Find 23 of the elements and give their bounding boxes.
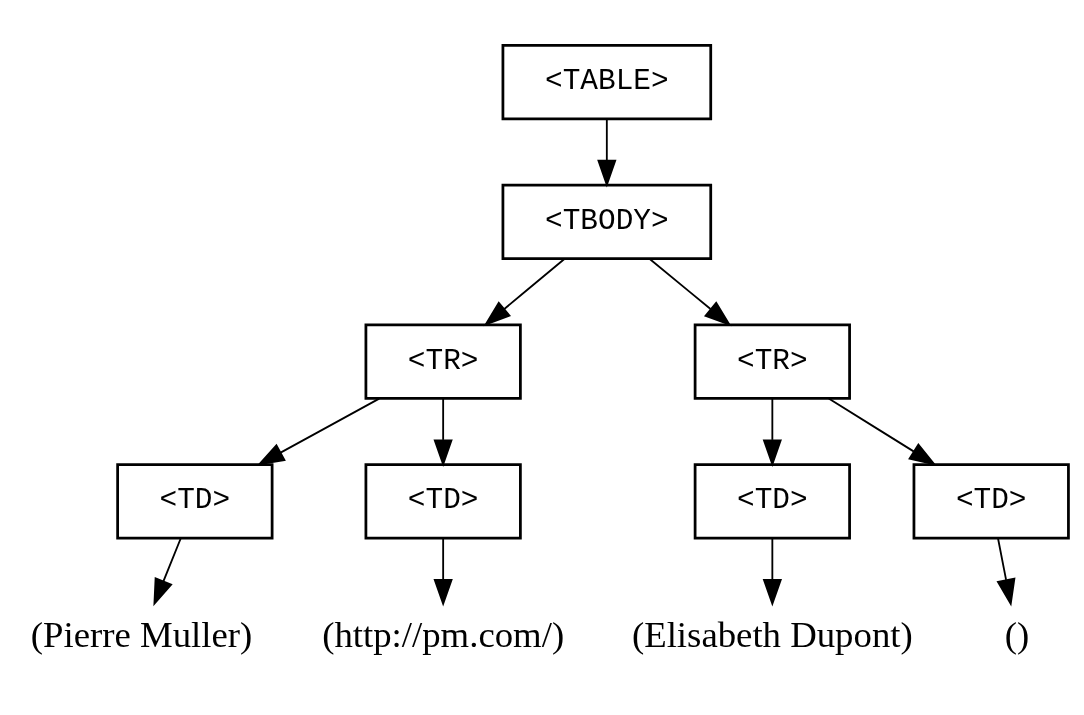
- node-text: (http://pm.com/): [322, 613, 565, 655]
- node-text: (Pierre Muller): [30, 613, 253, 655]
- arrow: [648, 257, 732, 326]
- arrow: [257, 397, 381, 466]
- arrow: [827, 397, 937, 466]
- node-text: (Elisabeth Dupont): [631, 613, 913, 655]
- node-box: <TD>: [912, 462, 1070, 540]
- node-box: <TR>: [364, 323, 522, 400]
- node-box: <TD>: [364, 462, 522, 540]
- node-text: (): [1004, 613, 1030, 655]
- node-box: <TBODY>: [501, 183, 713, 260]
- arrow: [762, 537, 782, 607]
- arrow: [433, 397, 453, 467]
- arrow: [433, 537, 453, 607]
- node-box: <TD>: [116, 462, 274, 540]
- arrow: [153, 537, 182, 606]
- arrow: [762, 397, 782, 467]
- node-box: <TABLE>: [501, 43, 713, 120]
- node-box: <TR>: [693, 323, 851, 400]
- arrow: [483, 257, 566, 326]
- arrow: [597, 117, 617, 187]
- node-box: <TD>: [693, 462, 851, 540]
- arrow: [996, 537, 1016, 606]
